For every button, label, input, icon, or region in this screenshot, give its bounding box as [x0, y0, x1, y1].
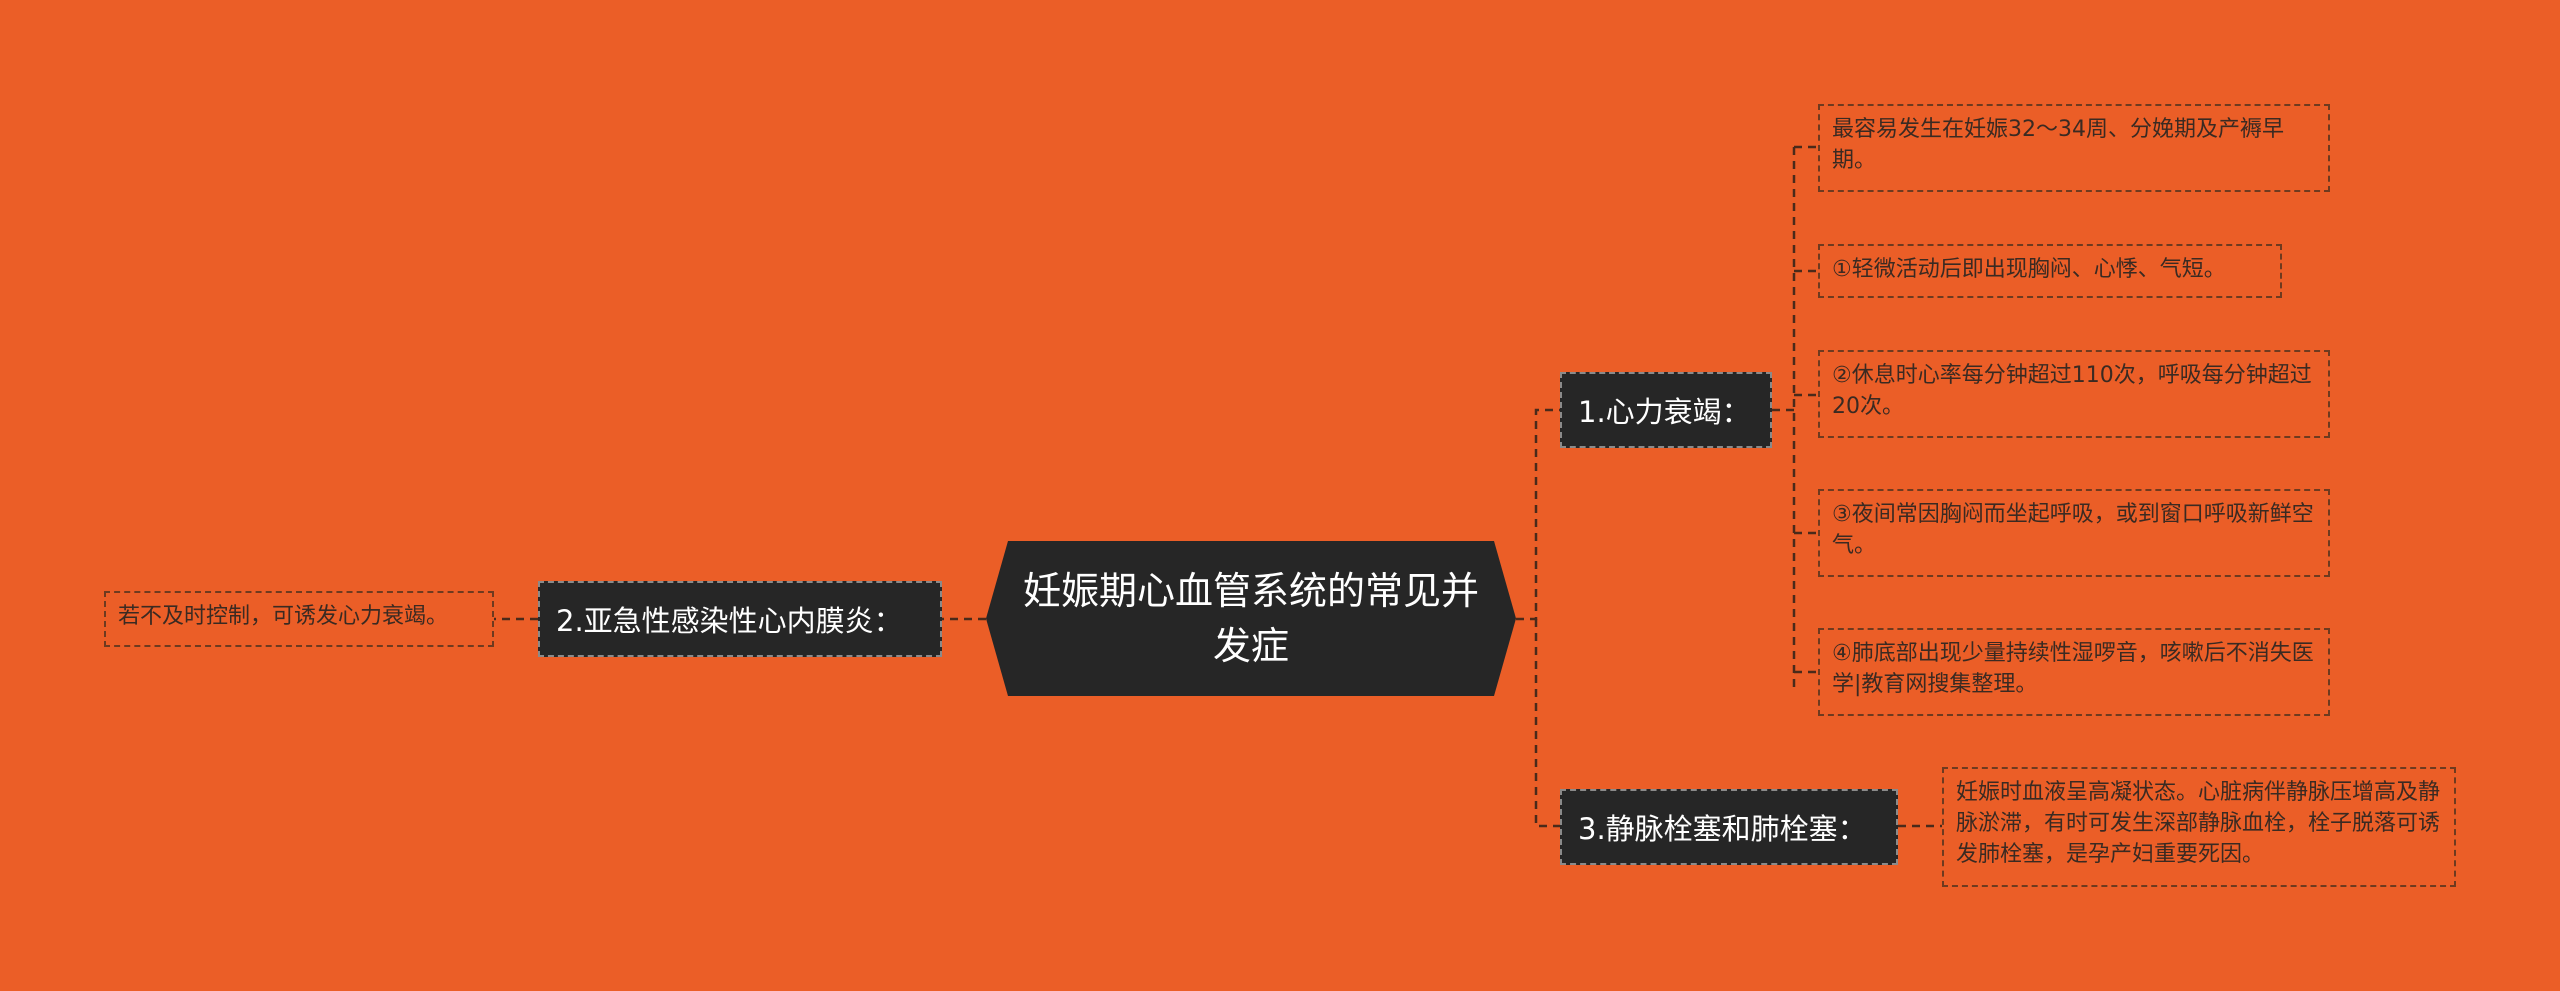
leaf-embolism-detail[interactable]: 妊娠时血液呈高凝状态。心脏病伴静脉压增高及静脉淤滞，有时可发生深部静脉血栓，栓子… [1942, 767, 2456, 887]
leaf-text: 妊娠时血液呈高凝状态。心脏病伴静脉压增高及静脉淤滞，有时可发生深部静脉血栓，栓子… [1956, 780, 2441, 867]
branch-label: 1.心力衰竭： [1578, 395, 1751, 429]
leaf-heart-failure-symptom-2[interactable]: ②休息时心率每分钟超过110次，呼吸每分钟超过20次。 [1818, 350, 2330, 438]
leaf-heart-failure-symptom-4[interactable]: ④肺底部出现少量持续性湿啰音，咳嗽后不消失医学|教育网搜集整理。 [1818, 628, 2330, 716]
leaf-text: 若不及时控制，可诱发心力衰竭。 [118, 604, 449, 629]
leaf-endocarditis-note[interactable]: 若不及时控制，可诱发心力衰竭。 [104, 591, 494, 647]
leaf-text: ③夜间常因胸闷而坐起呼吸，或到窗口呼吸新鲜空气。 [1832, 502, 2314, 558]
root-topic-title: 妊娠期心血管系统的常见并发症 [1022, 568, 1479, 668]
connector-root-trunk [1516, 408, 1560, 621]
leaf-text: 最容易发生在妊娠32～34周、分娩期及产褥早期。 [1832, 117, 2284, 173]
leaf-heart-failure-symptom-1[interactable]: ①轻微活动后即出现胸闷、心悸、气短。 [1818, 244, 2282, 298]
leaf-text: ①轻微活动后即出现胸闷、心悸、气短。 [1832, 257, 2226, 282]
branch-label: 2.亚急性感染性心内膜炎： [556, 604, 903, 638]
leaf-heart-failure-timing[interactable]: 最容易发生在妊娠32～34周、分娩期及产褥早期。 [1818, 104, 2330, 192]
branch-heart-failure[interactable]: 1.心力衰竭： [1560, 372, 1772, 448]
leaf-heart-failure-symptom-3[interactable]: ③夜间常因胸闷而坐起呼吸，或到窗口呼吸新鲜空气。 [1818, 489, 2330, 577]
branch-venous-pulmonary-embolism[interactable]: 3.静脉栓塞和肺栓塞： [1560, 789, 1898, 865]
connector-trunk-branch-3 [1534, 619, 1560, 828]
branch-subacute-endocarditis[interactable]: 2.亚急性感染性心内膜炎： [538, 581, 942, 657]
root-topic[interactable]: 妊娠期心血管系统的常见并发症 [986, 541, 1516, 696]
leaf-text: ②休息时心率每分钟超过110次，呼吸每分钟超过20次。 [1832, 363, 2312, 419]
leaf-text: ④肺底部出现少量持续性湿啰音，咳嗽后不消失医学|教育网搜集整理。 [1832, 641, 2314, 697]
branch-label: 3.静脉栓塞和肺栓塞： [1578, 812, 1867, 846]
